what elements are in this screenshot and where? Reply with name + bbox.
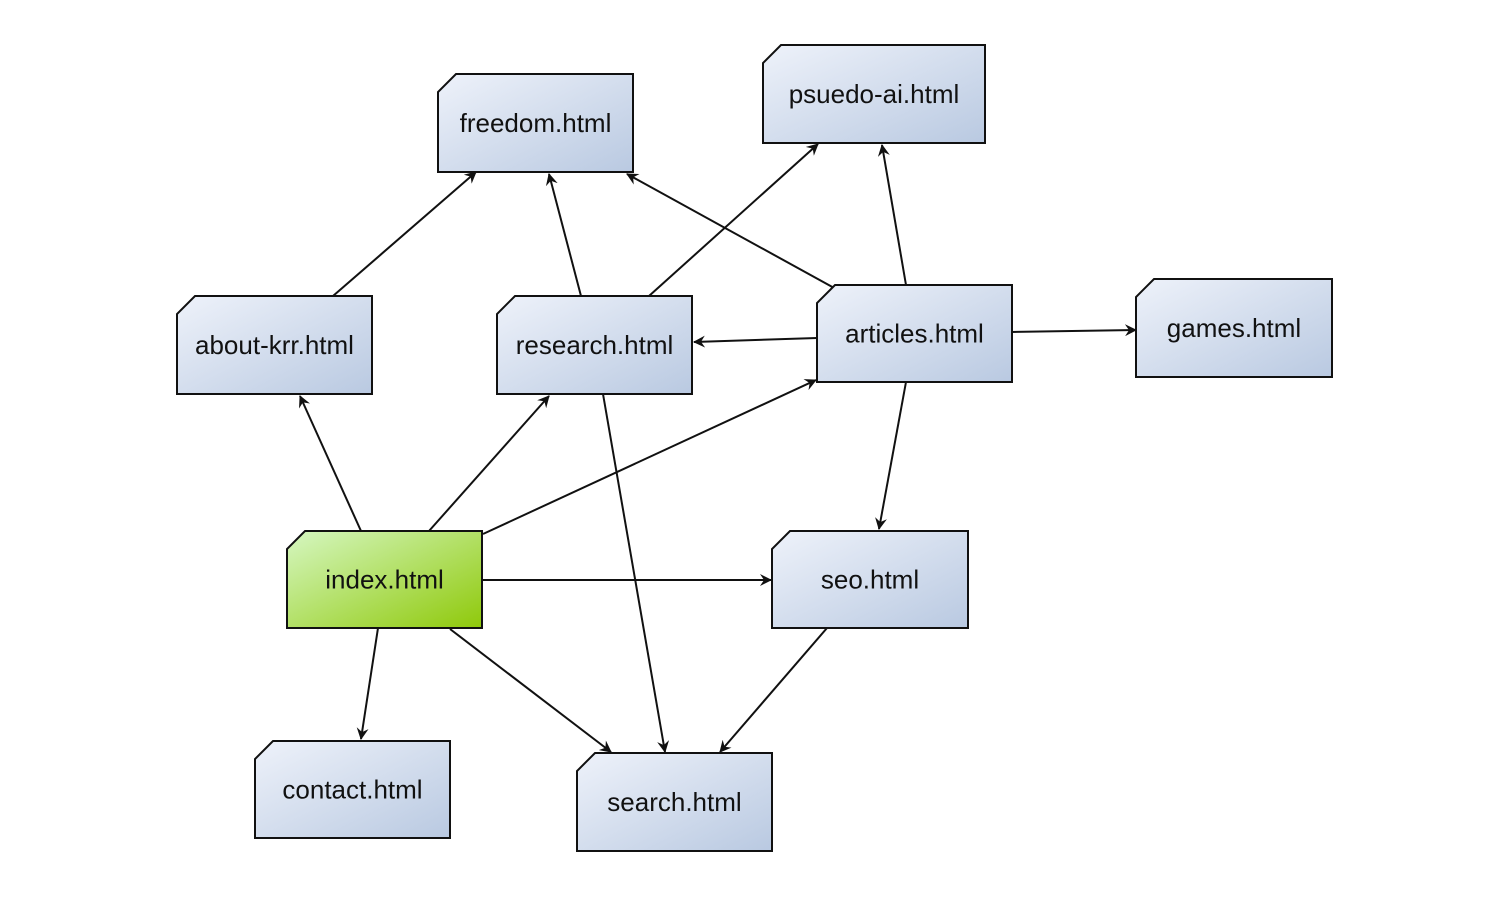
node-box — [176, 295, 373, 395]
node-box — [496, 295, 693, 395]
edge-research-to-psuedo-ai — [648, 143, 819, 297]
node-box — [816, 284, 1013, 383]
node-label: freedom.html — [460, 108, 612, 138]
node-freedom[interactable]: freedom.html — [437, 73, 634, 173]
edges-layer — [299, 143, 1137, 753]
node-box — [762, 44, 986, 144]
edge-index-to-search — [449, 628, 612, 753]
node-articles[interactable]: articles.html — [816, 284, 1013, 383]
node-box — [437, 73, 634, 173]
node-box — [1135, 278, 1333, 378]
edge-index-to-contact — [356, 627, 379, 740]
edge-index-to-articles — [482, 379, 817, 535]
node-label: games.html — [1167, 313, 1301, 343]
edge-articles-to-research — [693, 335, 818, 348]
node-research[interactable]: research.html — [496, 295, 693, 395]
node-label: seo.html — [821, 565, 919, 595]
node-label: psuedo-ai.html — [789, 79, 960, 109]
node-label: contact.html — [282, 775, 422, 805]
edge-research-to-freedom — [545, 173, 582, 297]
node-box — [771, 530, 969, 629]
node-box — [576, 752, 773, 852]
edge-seo-to-search — [719, 627, 828, 753]
node-index[interactable]: index.html — [286, 530, 483, 629]
edge-research-to-search — [602, 393, 670, 753]
node-label: index.html — [325, 565, 444, 595]
node-label: articles.html — [845, 319, 984, 349]
node-psuedo-ai[interactable]: psuedo-ai.html — [762, 44, 986, 144]
node-label: about-krr.html — [195, 330, 354, 360]
edge-articles-to-freedom — [626, 173, 837, 290]
edge-index-to-about-krr — [299, 395, 362, 532]
node-about-krr[interactable]: about-krr.html — [176, 295, 373, 395]
node-contact[interactable]: contact.html — [254, 740, 451, 839]
node-label: research.html — [516, 330, 674, 360]
nodes-layer: freedom.html psuedo-ai.html about-krr.html… — [176, 44, 1333, 852]
edge-index-to-research — [428, 395, 550, 532]
node-label: search.html — [607, 787, 741, 817]
edge-articles-to-seo — [875, 381, 907, 530]
node-games[interactable]: games.html — [1135, 278, 1333, 378]
edge-about-krr-to-freedom — [332, 171, 477, 297]
edge-articles-to-games — [1011, 324, 1137, 337]
edge-articles-to-psuedo-ai — [877, 144, 907, 286]
node-box — [286, 530, 483, 629]
node-box — [254, 740, 451, 839]
node-search[interactable]: search.html — [576, 752, 773, 852]
node-seo[interactable]: seo.html — [771, 530, 969, 629]
